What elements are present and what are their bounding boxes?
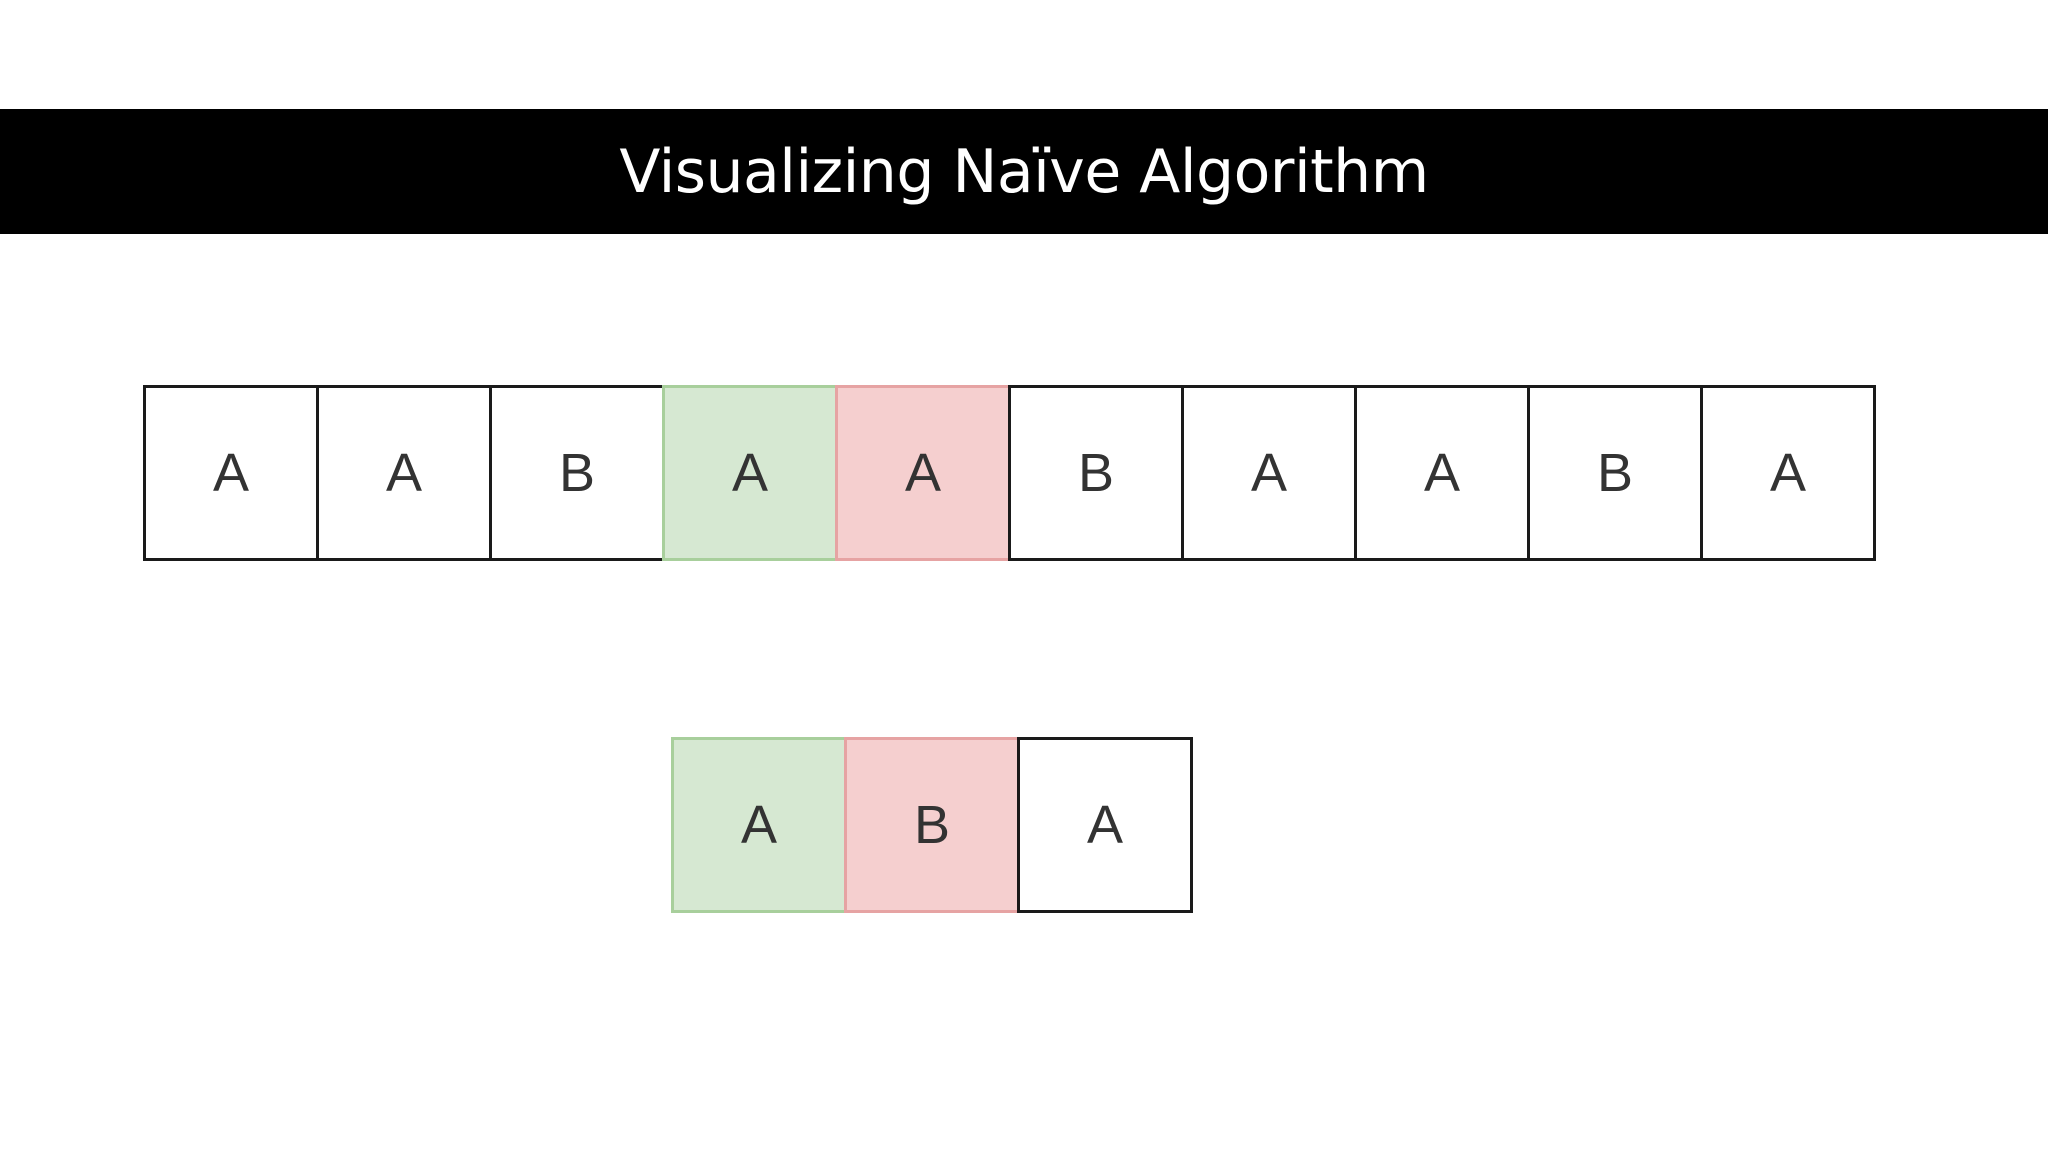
text-cell: B: [1008, 385, 1184, 561]
text-cell: B: [489, 385, 665, 561]
text-cell: B: [1527, 385, 1703, 561]
pattern-string-row: A B A: [671, 737, 1193, 913]
pattern-cell: A: [1017, 737, 1193, 913]
text-cell: A: [143, 385, 319, 561]
text-cell: A: [1700, 385, 1876, 561]
pattern-cell: B: [844, 737, 1020, 913]
text-cell: A: [662, 385, 838, 561]
text-cell: A: [1354, 385, 1530, 561]
text-cell: A: [1181, 385, 1357, 561]
slide-title: Visualizing Naïve Algorithm: [619, 136, 1429, 207]
title-bar: Visualizing Naïve Algorithm: [0, 109, 2048, 234]
text-string-row: A A B A A B A A B A: [143, 385, 1876, 561]
pattern-cell: A: [671, 737, 847, 913]
text-cell: A: [835, 385, 1011, 561]
text-cell: A: [316, 385, 492, 561]
